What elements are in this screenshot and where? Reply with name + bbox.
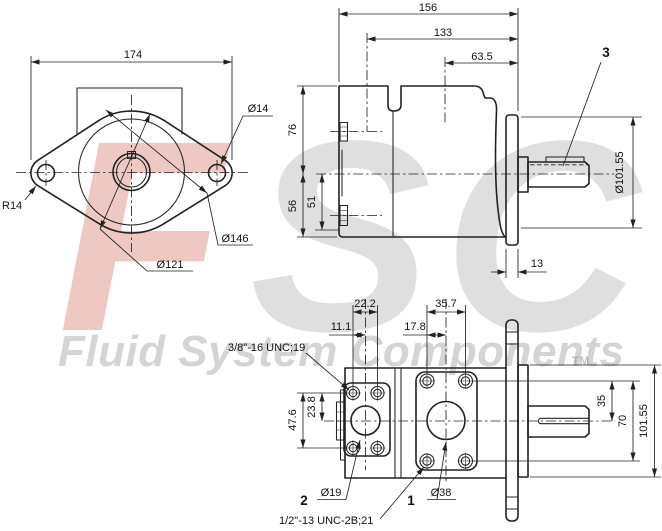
front-view: 174 Ø14 R14 Ø146 Ø121 (2, 49, 273, 272)
pilot-boss (517, 156, 529, 193)
shaft (527, 161, 590, 188)
dia-line-pilot (99, 113, 151, 230)
watermark-letter-c: C (443, 84, 640, 388)
thread-note-port2: 3/8"-16 UNC;19 (228, 342, 305, 354)
rear-step (339, 389, 346, 461)
dim-text-56: 56 (287, 200, 299, 212)
dim-text-133: 133 (434, 27, 452, 39)
dim-text-port1-dia: Ø38 (431, 487, 452, 499)
dim-text-pilot-dia: Ø101.55 (614, 151, 626, 193)
leader-boss-dia (206, 192, 253, 246)
callout-3: 3 (602, 45, 610, 60)
dim-text-pilot-dia: Ø121 (157, 259, 184, 271)
dim-text-overall: 156 (419, 2, 437, 14)
leader-thread-note-1 (379, 466, 425, 520)
leader-port1-dia (436, 441, 448, 500)
dim-text-35: 35 (596, 395, 608, 407)
callout-2: 2 (300, 493, 308, 508)
dim-text-35-7: 35.7 (435, 298, 456, 310)
dim-text-51: 51 (306, 196, 318, 208)
leader-thread-note-2 (305, 352, 350, 391)
dim-text-width: 174 (124, 49, 142, 61)
dim-text-63-5: 63.5 (471, 51, 492, 63)
side-view: 156 133 63.5 76 56 51 Ø101.55 (287, 2, 642, 278)
bottom-view: 22.2 35.7 11.1 17.8 47.6 23.8 35 (228, 298, 661, 527)
bolt-hole-ticks (345, 373, 474, 469)
dim-text-47-6: 47.6 (287, 409, 299, 430)
dim-text-radius: R14 (2, 200, 22, 212)
mounting-flange-plate (505, 114, 519, 246)
leader-bolt-dia (220, 115, 273, 165)
pump-body-outline (338, 85, 506, 238)
watermark-trademark: TM (572, 354, 590, 368)
shaft-key (545, 156, 585, 163)
dim-text-13: 13 (531, 258, 543, 270)
leader-callout-3 (562, 61, 602, 167)
dim-text-22-2: 22.2 (354, 298, 375, 310)
thread-note-port1: 1/2"-13 UNC-2B;21 (279, 515, 373, 527)
dim-text-101-55: 101.55 (638, 404, 650, 438)
shaft-keyway-slot (537, 417, 590, 425)
dim-text-70: 70 (617, 415, 629, 427)
dim-text-bolt-dia: Ø14 (248, 103, 269, 115)
dim-text-boss-dia: Ø146 (222, 233, 249, 245)
leader-pilot-dia (99, 228, 193, 272)
leader-radius (24, 185, 37, 201)
mounting-flange-plate (505, 319, 519, 522)
dim-text-11-1: 11.1 (331, 321, 352, 333)
port2-pad (343, 382, 391, 457)
callout-1: 1 (407, 493, 415, 508)
flange-slot-lines (505, 331, 519, 510)
dim-text-17-8: 17.8 (404, 321, 425, 333)
dim-text-76: 76 (287, 124, 299, 136)
leader-port2-dia (345, 439, 361, 500)
shaft (527, 405, 590, 438)
dim-text-port2-dia: Ø19 (321, 487, 342, 499)
dim-text-23-8: 23.8 (306, 396, 318, 417)
